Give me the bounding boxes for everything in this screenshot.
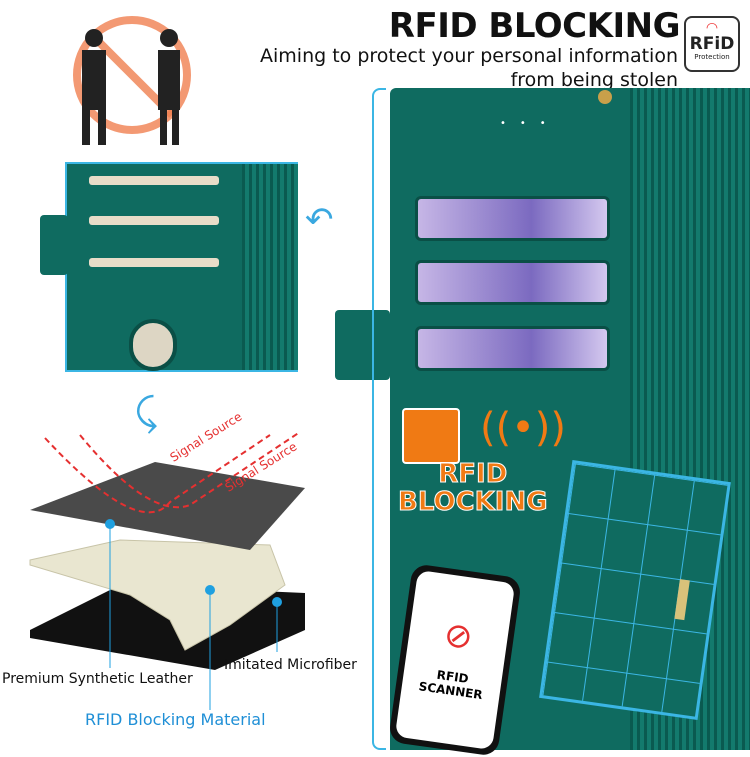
wallet-closed: [539, 460, 731, 720]
card: [415, 196, 610, 241]
clasp: [40, 215, 68, 275]
clasp: [335, 310, 390, 380]
overlay-line-2: BLOCKING: [398, 487, 549, 517]
layer-diagram: [29, 431, 305, 710]
subtitle-line-1: Aiming to protect your personal informat…: [260, 45, 678, 67]
rfid-protection-badge: ◠ RFiD Protection: [684, 16, 740, 72]
card-slot-closeup: [65, 162, 298, 372]
overlay-line-1: RFID: [438, 459, 508, 489]
no-theft-icon: [73, 16, 191, 145]
card: [415, 326, 610, 371]
phone-shell-edge: [242, 164, 298, 370]
badge-text: RFiD: [689, 34, 735, 54]
leather-label: Premium Synthetic Leather: [2, 671, 193, 687]
arrow-down-icon: ⤹: [135, 390, 158, 434]
subtitle-line-2: from being stolen: [510, 69, 678, 91]
window-pocket: [129, 319, 177, 371]
card-slot: [89, 176, 219, 185]
shield-outline: [372, 88, 386, 750]
lock-icon: [402, 408, 460, 464]
card: [415, 260, 610, 305]
wifi-signal-icon: ◠: [705, 20, 719, 36]
microfiber-label: Imitated Microfiber: [224, 657, 357, 673]
card-slot: [89, 216, 219, 225]
rfid-blocking-layer: [29, 539, 286, 651]
badge-caption: Protection: [694, 53, 730, 61]
strap-ring: [598, 90, 612, 104]
broadcast-icon: ((•)): [480, 405, 567, 451]
page-title: RFID BLOCKING: [388, 6, 681, 46]
card-slot: [89, 258, 219, 267]
subtitle: Aiming to protect your personal informat…: [230, 44, 678, 92]
rfid-material-label: RFID Blocking Material: [85, 710, 266, 729]
arrow-left-icon: ↶: [305, 200, 334, 240]
zipper-pull: [674, 579, 690, 621]
no-wifi-icon: ⊘: [441, 614, 476, 659]
